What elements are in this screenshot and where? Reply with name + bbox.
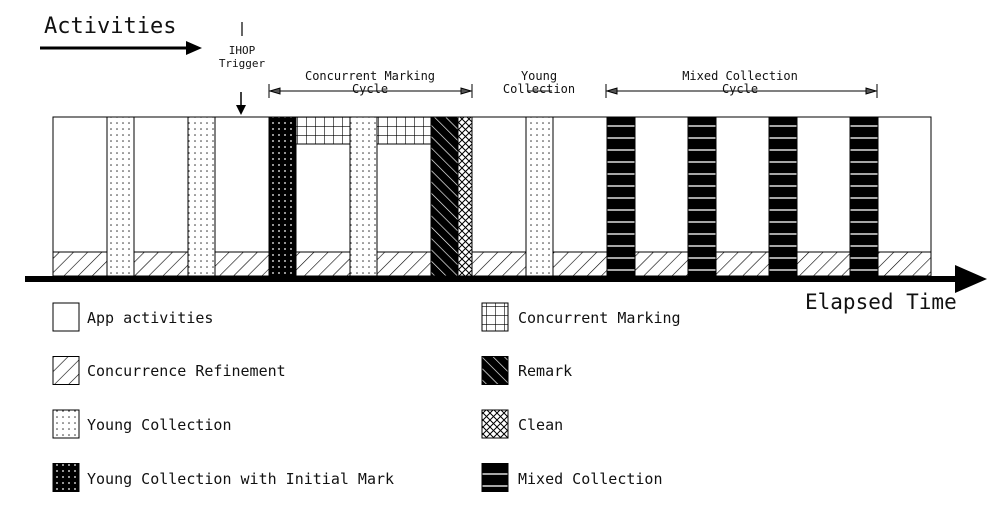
- ihop-trigger-marker: [236, 22, 246, 115]
- clean-segment: [457, 116, 473, 277]
- timeline: [52, 116, 932, 277]
- app-activity-segment: [552, 116, 608, 277]
- concurrent-refinement-segment: [634, 251, 689, 277]
- legend-label-yim: Young Collection with Initial Mark: [87, 470, 395, 488]
- legend-label-app: App activities: [87, 309, 214, 327]
- legend-swatch-young: [52, 409, 80, 439]
- concurrent-refinement-segment: [552, 251, 608, 277]
- legend-label-clean: Clean: [518, 416, 564, 434]
- concurrent-refinement-segment: [471, 251, 527, 277]
- legend-swatch-cm: [481, 302, 509, 332]
- app-activity-segment: [52, 116, 108, 277]
- legend-swatch-mixed: [481, 463, 509, 492]
- concurrent-marking-cycle-label: Concurrent Marking Cycle: [304, 69, 436, 96]
- legend-swatch-refine: [52, 356, 80, 385]
- young-segment: [187, 116, 216, 277]
- concurrent-refinement-segment: [715, 251, 770, 277]
- mixed-segment: [606, 116, 636, 277]
- concurrent-refinement-segment: [295, 251, 351, 277]
- mixed-segment: [768, 116, 798, 277]
- mixed-collection-cycle-span: [605, 84, 878, 98]
- mixed-collection-cycle-label: Mixed Collection Cycle: [682, 69, 798, 96]
- concurrent-marking-cycle-span: [268, 84, 473, 98]
- young-segment: [349, 116, 378, 277]
- legend-swatch-clean: [481, 409, 509, 439]
- concurrent-marking-segment: [295, 116, 351, 145]
- concurrent-refinement-segment: [52, 251, 108, 277]
- legend-swatch-remark: [481, 356, 509, 385]
- concurrent-refinement-segment: [796, 251, 851, 277]
- young-initial-mark-segment: [268, 116, 297, 277]
- legend-label-refine: Concurrence Refinement: [87, 362, 286, 380]
- diagram-title: Activities: [44, 14, 177, 39]
- mixed-segment: [849, 116, 879, 277]
- elapsed-time-label: Elapsed Time: [805, 290, 957, 314]
- mixed-segment: [687, 116, 717, 277]
- legend-label-cm: Concurrent Marking: [518, 309, 681, 327]
- young-segment: [106, 116, 135, 277]
- app-activity-segment: [796, 116, 851, 277]
- concurrent-marking-segment: [376, 116, 432, 145]
- ihop-trigger-label: IHOP Trigger: [218, 44, 266, 70]
- remark-segment: [430, 116, 459, 277]
- app-activity-segment: [634, 116, 689, 277]
- legend-label-young: Young Collection: [87, 416, 232, 434]
- legend-swatch-yim: [52, 463, 80, 492]
- app-activity-segment: [877, 116, 932, 277]
- legend-swatches: [52, 302, 509, 492]
- elapsed-time-axis: [25, 265, 987, 293]
- concurrent-refinement-segment: [133, 251, 189, 277]
- young-segment: [525, 116, 554, 277]
- app-activity-segment: [715, 116, 770, 277]
- legend-label-remark: Remark: [518, 362, 573, 380]
- app-activity-segment: [471, 116, 527, 277]
- legend-label-mixed: Mixed Collection: [518, 470, 663, 488]
- activities-arrow: [40, 41, 202, 55]
- concurrent-refinement-segment: [214, 251, 270, 277]
- concurrent-refinement-segment: [376, 251, 432, 277]
- legend-swatch-app: [52, 302, 80, 332]
- young-collection-label: Young Collection: [502, 69, 576, 96]
- concurrent-refinement-segment: [877, 251, 932, 277]
